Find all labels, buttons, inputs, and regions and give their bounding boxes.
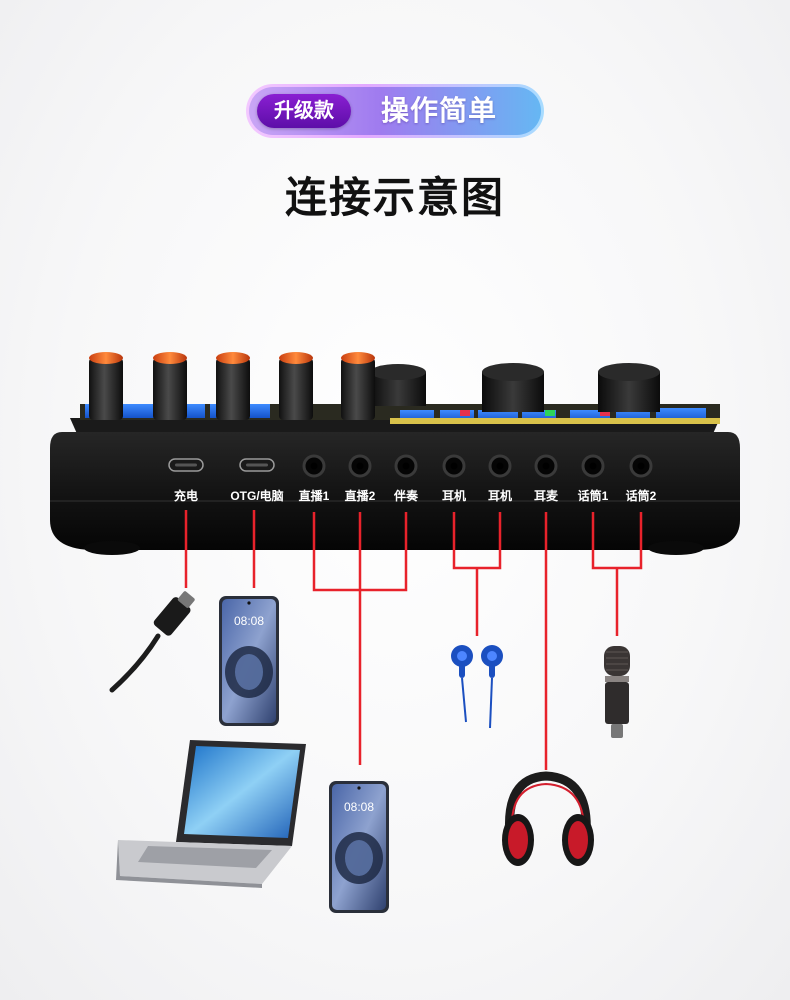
jack-earphone1: [442, 454, 466, 478]
big-knob-right: [598, 363, 660, 412]
in-ear-earphones-icon: [451, 645, 503, 729]
port-label-headset: 耳麦: [533, 489, 558, 503]
port-label-live2: 直播2: [344, 489, 376, 503]
port-label-mic2: 话筒2: [625, 489, 657, 503]
jack-headset: [534, 454, 558, 478]
jack-mic1: [581, 454, 605, 478]
port-label-earphone2: 耳机: [487, 489, 512, 503]
audio-jacks: [302, 454, 653, 478]
port-label-accompaniment: 伴奏: [393, 489, 418, 503]
port-label-earphone1: 耳机: [441, 489, 466, 503]
port-label-mic1: 话筒1: [577, 489, 609, 503]
connector-lines: [184, 510, 643, 770]
mixer-front-panel: [50, 432, 740, 555]
phone-time-live: 08:08: [344, 800, 374, 814]
knob-3: [216, 352, 250, 420]
jack-accompaniment: [394, 454, 418, 478]
phone-time-otg: 08:08: [234, 614, 264, 628]
knob-1: [89, 352, 123, 420]
header-pill-inner: 升级款 操作简单: [249, 87, 541, 135]
microphone-icon: [604, 646, 630, 738]
knob-4: [279, 352, 313, 420]
jack-earphone2: [488, 454, 512, 478]
usb-port-charge: [168, 458, 204, 472]
knob-5: [341, 352, 375, 420]
big-knob-left: [370, 364, 426, 406]
header-pill: 升级款 操作简单: [246, 84, 544, 138]
port-label-live1: 直播1: [298, 489, 330, 503]
small-knobs: [89, 352, 375, 420]
jack-live2: [348, 454, 372, 478]
port-label-charge: 充电: [173, 489, 198, 503]
jack-live1: [302, 454, 326, 478]
big-knob-middle: [482, 363, 544, 412]
page-title: 连接示意图: [284, 174, 505, 221]
port-label-otg: OTG/电脑: [230, 489, 284, 503]
upgrade-badge: 升级款: [257, 94, 351, 128]
smartphone-icon-live: [329, 781, 389, 913]
smartphone-icon-otg: [219, 596, 279, 726]
headphones-icon: [502, 771, 594, 866]
usb-c-cable-icon: [109, 591, 195, 693]
laptop-icon: [116, 740, 306, 888]
header-subtitle: 操作简单: [381, 95, 498, 126]
jack-mic2: [629, 454, 653, 478]
knob-2: [153, 352, 187, 420]
usb-port-otg: [239, 458, 275, 472]
